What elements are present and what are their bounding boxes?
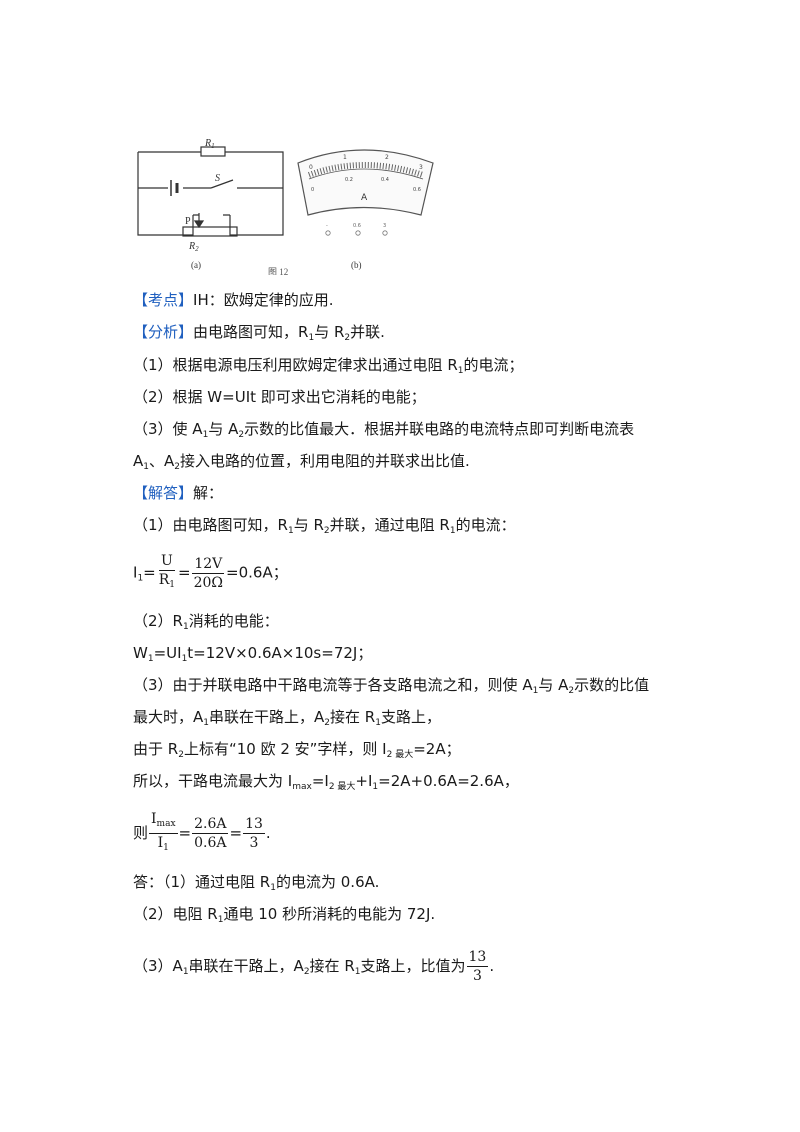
svg-text:3: 3 <box>383 223 386 229</box>
meter-unit-label: A <box>361 193 368 203</box>
jieda-step-2: （2）R1消耗的电能： <box>133 612 279 632</box>
svg-text:0: 0 <box>309 164 313 171</box>
r1-resistor <box>200 146 226 157</box>
fenxi-point-2: （2）根据 W=UIt 即可求出它消耗的电能； <box>133 388 426 406</box>
svg-text:R1: R1 <box>204 138 215 150</box>
svg-text:-: - <box>326 223 328 229</box>
r1-label: R <box>204 138 211 149</box>
meter-top-scale: 0 1 2 3 <box>309 154 423 171</box>
fenxi-point-3a: （3）使 A1与 A2示数的比值最大．根据并联电路的电流特点即可判断电流表 <box>133 420 635 440</box>
slider-arrow-icon <box>193 220 205 229</box>
jieda-step-3a: （3）由于并联电路中干路电流等于各支路电流之和，则使 A1与 A2示数的比值 <box>133 676 650 696</box>
r2-label: R <box>188 241 195 252</box>
caption-a: (a) <box>191 260 201 270</box>
answer-1: 答：（1）通过电阻 R1的电流为 0.6A. <box>133 873 380 893</box>
svg-text:2: 2 <box>385 154 389 161</box>
jieda-header: 【解答】解： <box>133 484 224 502</box>
fenxi-tag: 【分析】 <box>133 323 194 341</box>
switch-label: S <box>215 173 220 184</box>
meter-terminals <box>325 230 388 236</box>
svg-text:1: 1 <box>343 154 347 161</box>
svg-text:3: 3 <box>419 164 423 171</box>
jieda-step-3b: 最大时，A1串联在干路上，A2接在 R1支路上， <box>133 708 441 728</box>
r2-rheostat <box>182 226 238 237</box>
switch-blade <box>210 179 234 189</box>
svg-text:0.6: 0.6 <box>413 187 421 193</box>
svg-text:0: 0 <box>311 187 314 193</box>
jieda-step-1: （1）由电路图可知，R1与 R2并联，通过电阻 R1的电流： <box>133 516 516 536</box>
caption-b: (b) <box>351 260 362 270</box>
jieda-step-3d: 所以，干路电流最大为 Imax=I2 最大+I1=2A+0.6A=2.6A， <box>133 772 519 792</box>
svg-text:0.4: 0.4 <box>381 177 389 183</box>
fenxi-intro-line: 【分析】由电路图可知，R1与 R2并联. <box>133 323 385 343</box>
circuit-diagram <box>137 146 284 237</box>
meter-bottom-scale: 0 0.2 0.4 0.6 <box>311 177 421 193</box>
answer-2: （2）电阻 R1通电 10 秒所消耗的电能为 72J. <box>133 905 436 925</box>
svg-text:0.6: 0.6 <box>353 223 361 229</box>
jieda-tag: 【解答】 <box>133 484 194 502</box>
svg-text:R2: R2 <box>188 241 199 253</box>
equation-2: W1=UI1t=12V×0.6A×10s=72J； <box>133 644 373 664</box>
figure-caption-partial: 图 12 <box>268 267 288 275</box>
circuit-and-ammeter-figure: R1 S P R2 (a) 图 12 0 1 2 3 0 0.2 0.4 0.6… <box>137 138 434 275</box>
kaodian-text: IH：欧姆定律的应用. <box>193 291 334 309</box>
jieda-step-3c: 由于 R2上标有“10 欧 2 安”字样，则 I2 最大=2A； <box>133 740 461 760</box>
fenxi-point-1: （1）根据电源电压利用欧姆定律求出通过电阻 R1的电流； <box>133 356 524 376</box>
kaodian-tag: 【考点】 <box>133 291 194 309</box>
p-label: P <box>185 216 191 227</box>
terminal-labels: - 0.6 3 <box>326 223 386 229</box>
fenxi-point-3b: A1、A2接入电路的位置，利用电阻的并联求出比值. <box>133 452 470 472</box>
kaodian-line: 【考点】IH：欧姆定律的应用. <box>133 290 334 310</box>
ammeter-dial <box>297 149 434 216</box>
svg-text:0.2: 0.2 <box>345 177 353 183</box>
